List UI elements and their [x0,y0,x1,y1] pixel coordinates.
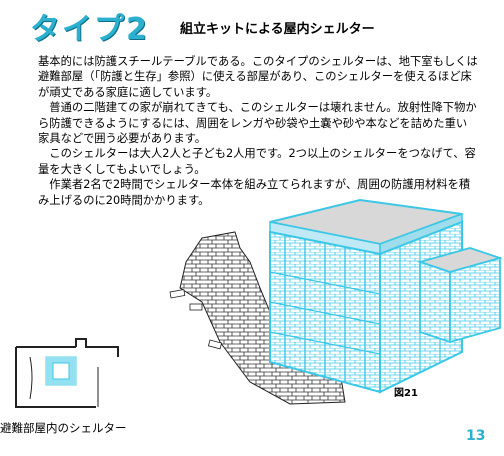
paragraph-3: このシェルターは大人2人と子ども2人用です。2つ以上のシェルターをつなげて、容量… [38,147,476,176]
floorplan-sketch [15,338,119,408]
shelter-illustration [169,198,502,405]
type-title: タイプ2 [30,12,149,47]
paragraph-2: 普通の二階建ての家が崩れてきても、このシェルターは壊れません。放射性降下物から防… [38,101,477,146]
body-text: 基本的には防護スチールテーブルである。このタイプのシェルターは、地下室もしくは避… [38,54,478,208]
page-header: タイプ2 組立キットによる屋内シェルター [6,4,496,47]
page-number: 13 [466,428,486,444]
figure-caption: 避難部屋内のシェルター [0,421,127,435]
shelter-extension [416,247,502,344]
section-subtitle: 組立キットによる屋内シェルター [180,22,375,37]
figure-label: 図21 [394,388,418,399]
paragraph-4: 作業者2名で2時間でシェルター本体を組み立てられますが、周囲の防護用材料を積み上… [38,178,471,207]
paragraph-1: 基本的には防護スチールテーブルである。このタイプのシェルターは、地下室もしくは避… [38,55,478,99]
